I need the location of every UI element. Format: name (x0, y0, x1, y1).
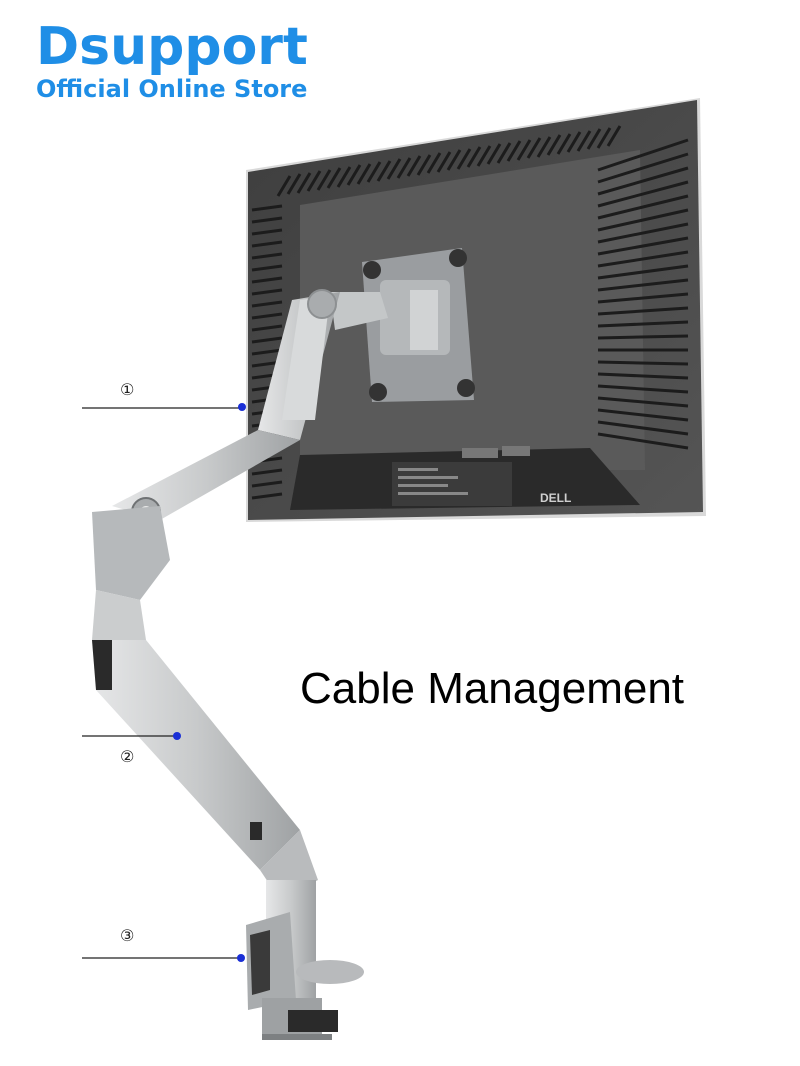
elbow-joint (92, 506, 170, 640)
callout-pointer-1 (238, 403, 246, 411)
callout-pointer-3 (237, 954, 245, 962)
callout-label-3: ③ (120, 926, 135, 945)
lower-arm (92, 640, 318, 900)
store-logo: Dsupport Official Online Store (36, 18, 308, 104)
callout-label-2: ② (120, 747, 135, 766)
desk-clamp (246, 880, 364, 1040)
callout-lines (82, 407, 240, 959)
monitor-back: DELL (246, 98, 706, 522)
brand-name: Dsupport (36, 17, 308, 77)
vesa-mount-plate (362, 248, 475, 402)
callout-pointer-2 (173, 732, 181, 740)
brand-tagline: Official Online Store (36, 75, 308, 103)
monitor-brand-mark: DELL (540, 491, 571, 505)
callout-label-1: ① (120, 380, 135, 399)
upper-arm (112, 289, 388, 527)
feature-caption: Cable Management (300, 664, 685, 713)
